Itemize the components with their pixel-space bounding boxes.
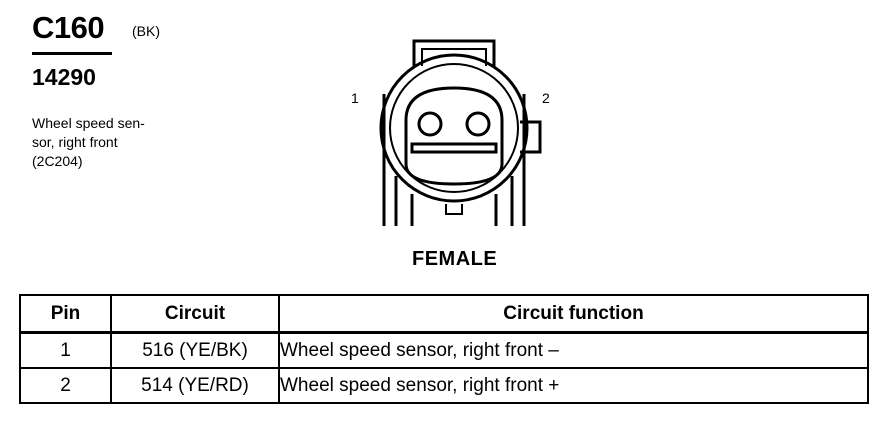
circuit-function-cell: Wheel speed sensor, right front – bbox=[278, 331, 869, 369]
part-number: 14290 bbox=[32, 64, 96, 90]
color-code: (BK) bbox=[132, 23, 160, 39]
connector-top-tab-inner bbox=[421, 48, 487, 66]
column-header-circuit-function: Circuit function bbox=[278, 294, 869, 334]
connector-bottom-key bbox=[445, 204, 463, 215]
connector-inner-ring bbox=[389, 63, 519, 193]
column-header-pin: Pin bbox=[19, 294, 112, 334]
pinout-table: Pin Circuit Circuit function 1 516 (YE/B… bbox=[19, 294, 869, 404]
circuit-cell: 514 (YE/RD) bbox=[110, 367, 280, 404]
table-row: 1 516 (YE/BK) Wheel speed sensor, right … bbox=[19, 331, 869, 369]
pin-cavity-1 bbox=[417, 111, 443, 137]
description-line: (2C204) bbox=[32, 153, 83, 169]
circuit-function-cell: Wheel speed sensor, right front + bbox=[278, 367, 869, 404]
connector-description: Wheel speed sen- sor, right front (2C204… bbox=[32, 114, 177, 171]
pin-cell: 2 bbox=[19, 367, 112, 404]
description-line: sor, right front bbox=[32, 134, 118, 150]
connector-housing-outline bbox=[382, 94, 526, 226]
circuit-cell: 516 (YE/BK) bbox=[110, 331, 280, 369]
table-header-row: Pin Circuit Circuit function bbox=[19, 294, 869, 334]
table-row: 2 514 (YE/RD) Wheel speed sensor, right … bbox=[19, 367, 869, 404]
connector-lower-right-leg bbox=[494, 176, 514, 226]
description-line: Wheel speed sen- bbox=[32, 115, 145, 131]
connector-lower-left-leg bbox=[394, 176, 414, 226]
connector-gender: FEMALE bbox=[412, 248, 498, 270]
connector-id: C160 bbox=[32, 10, 105, 45]
connector-key-slot bbox=[410, 142, 498, 154]
connector-side-latch bbox=[520, 120, 542, 154]
connector-outer-ring bbox=[379, 53, 529, 203]
pin-label-1: 1 bbox=[351, 90, 359, 106]
connector-id-underline bbox=[32, 52, 112, 55]
pin-label-2: 2 bbox=[542, 90, 550, 106]
connector-face-cavity bbox=[404, 86, 504, 186]
pin-cell: 1 bbox=[19, 331, 112, 369]
pin-cavity-2 bbox=[465, 111, 491, 137]
column-header-circuit: Circuit bbox=[110, 294, 280, 334]
connector-top-tab bbox=[412, 39, 496, 68]
connector-face-diagram bbox=[379, 39, 542, 226]
